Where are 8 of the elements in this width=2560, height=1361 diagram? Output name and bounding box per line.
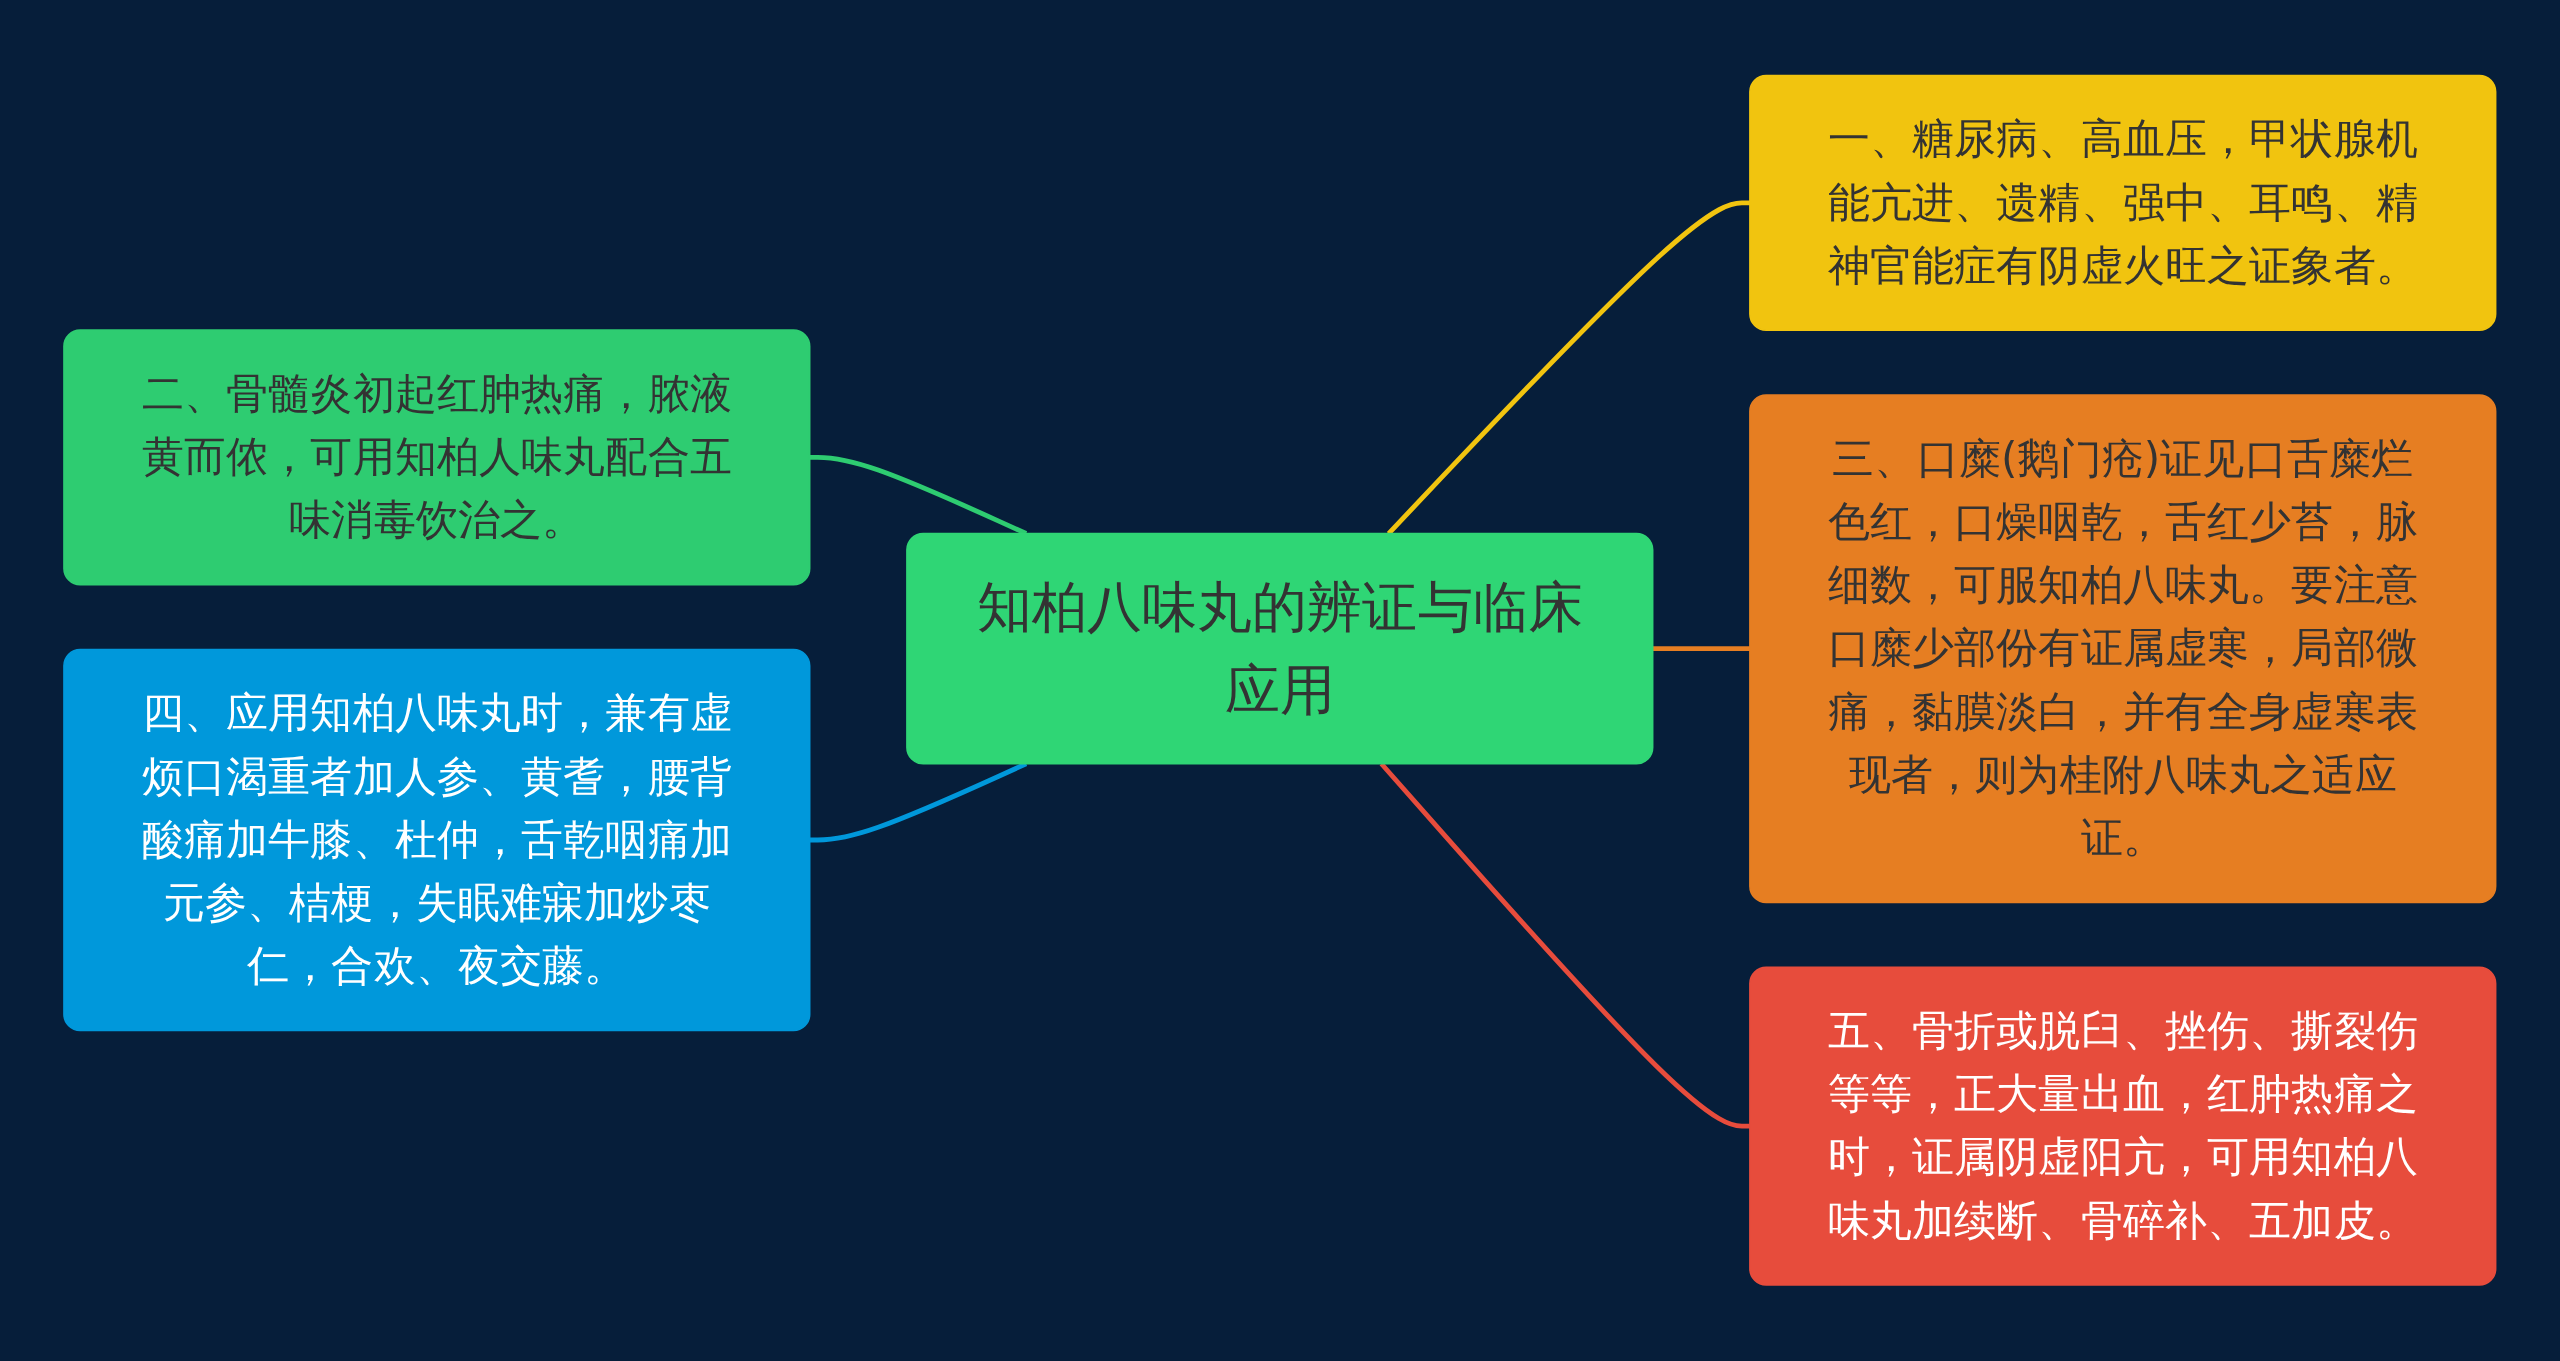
- node-box: 三、口糜(鹅门疮)证见口舌糜烂色红，口燥咽乾，舌红少苔，脉细数，可服知柏八味丸。要注意口糜少部份有证属虚寒，局部微痛，黏膜淡白，并有全身虚寒表现者，则为桂附八味丸之适应证。: [1749, 394, 2497, 904]
- connector: [1379, 762, 1751, 1129]
- node-box: 五、骨折或脱臼、挫伤、撕裂伤等等，正大量出血，红肿热痛之时，证属阴虚阳亢，可用知柏八味丸加续断、骨碎补、五加皮。: [1749, 966, 2497, 1286]
- node-box: 知柏八味丸的辨证与临床应用: [906, 532, 1654, 765]
- connector: [1652, 646, 1751, 652]
- node-box: 二、骨髓炎初起红肿热痛，脓液黄而侬，可用知柏人味丸配合五味消毒饮治之。: [63, 329, 811, 586]
- node-box: 四、应用知柏八味丸时，兼有虚烦口渴重者加人参、黄耆，腰背酸痛加牛膝、杜仲，舌乾咽痛加元参、桔梗，失眠难寐加炒枣仁，合欢、夜交藤。: [63, 648, 811, 1032]
- node-box: 一、糖尿病、高血压，甲状腺机能亢进、遗精、强中、耳鸣、精神官能症有阴虚火旺之证象者。: [1749, 75, 2497, 332]
